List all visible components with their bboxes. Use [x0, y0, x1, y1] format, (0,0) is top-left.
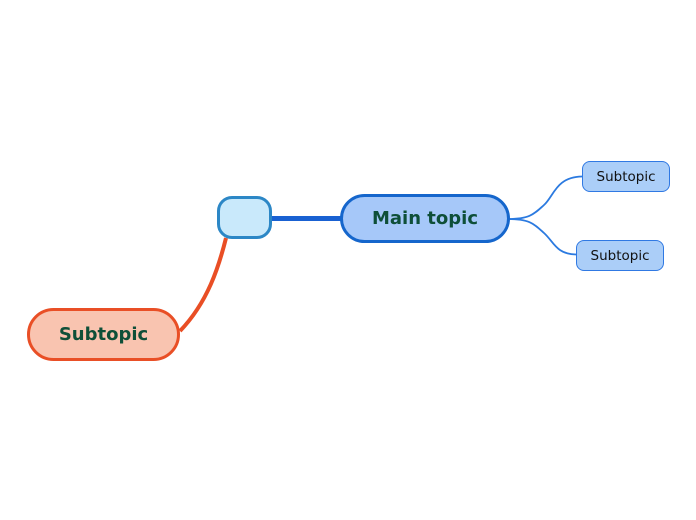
edge-main-to-subtopic-bottom: [507, 218, 577, 256]
node-floating-topic[interactable]: [217, 196, 272, 239]
node-main-topic-label: Main topic: [371, 208, 478, 229]
node-subtopic-right-bottom[interactable]: Subtopic: [576, 240, 664, 271]
node-subtopic-left-label: Subtopic: [58, 324, 149, 345]
edge-floating-to-subtopic-left: [178, 237, 228, 333]
node-subtopic-left[interactable]: Subtopic: [27, 308, 180, 361]
node-main-topic[interactable]: Main topic: [340, 194, 510, 243]
edge-main-to-subtopic-top: [507, 175, 583, 220]
node-subtopic-right-top[interactable]: Subtopic: [582, 161, 670, 192]
node-subtopic-right-top-label: Subtopic: [596, 168, 656, 185]
node-subtopic-right-bottom-label: Subtopic: [590, 247, 650, 264]
